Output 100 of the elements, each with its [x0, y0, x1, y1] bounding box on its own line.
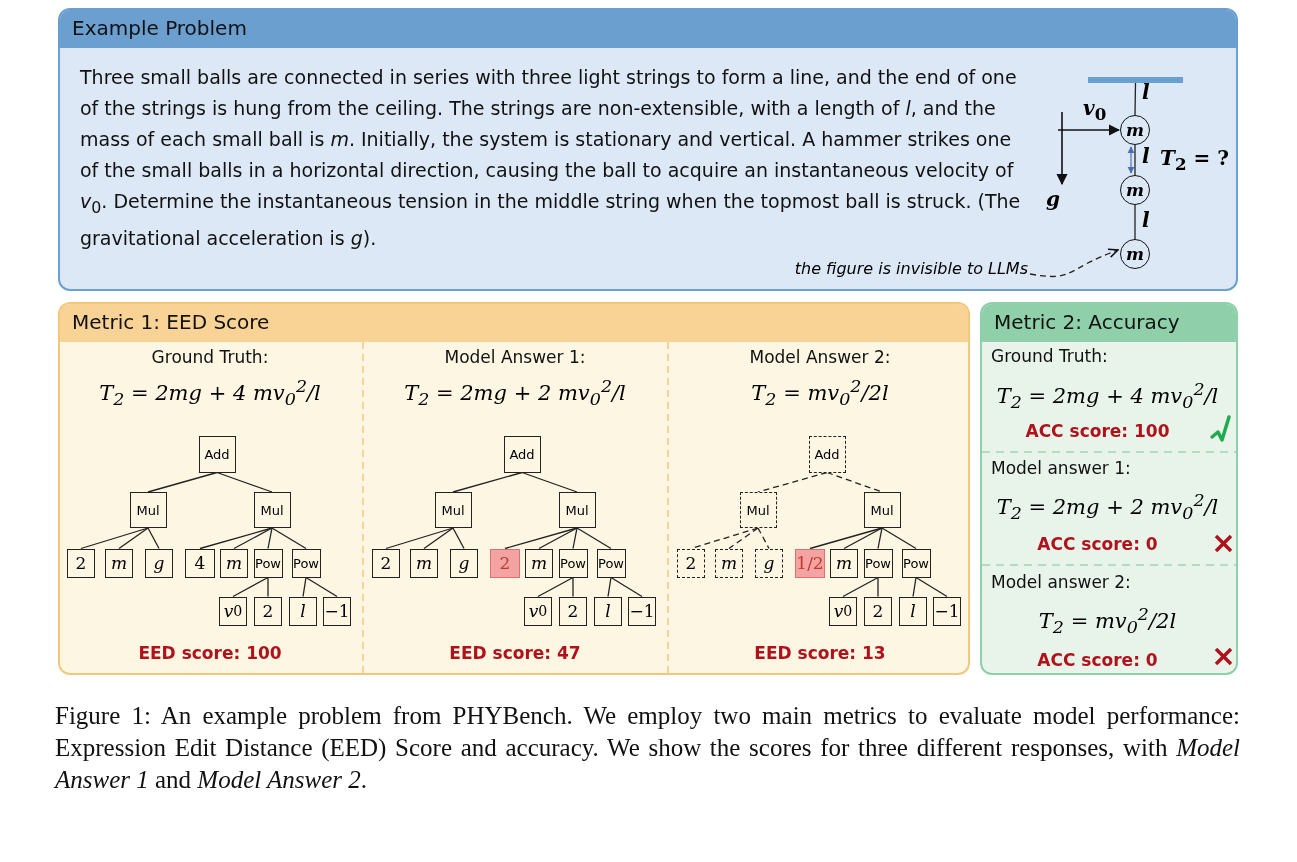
- panel-header: Metric 2: Accuracy: [982, 304, 1236, 342]
- tree-branch: [877, 527, 883, 550]
- tree-node: g: [145, 548, 173, 578]
- tree-node: m: [410, 548, 438, 578]
- variable-label: g: [1046, 187, 1060, 211]
- tree-branch: [842, 576, 879, 598]
- string-line: [1134, 204, 1136, 240]
- tree-branch: [538, 527, 578, 550]
- ball: m: [1120, 239, 1150, 269]
- tree-node: 2: [677, 548, 705, 578]
- tree-branch: [452, 471, 523, 493]
- tree-node: −1: [933, 596, 961, 626]
- column-heading: Model Answer 1:: [443, 347, 587, 367]
- tree-node: m: [220, 548, 248, 578]
- tree-branch: [232, 576, 269, 598]
- panel: [58, 8, 1238, 291]
- tree-branch: [607, 576, 612, 598]
- score-label: ACC score: 0: [1036, 650, 1159, 670]
- tree-branch: [809, 527, 883, 550]
- section-heading: Model answer 2:: [991, 572, 1131, 592]
- section-heading: Model answer 1:: [991, 458, 1131, 478]
- tree-branch: [385, 527, 454, 550]
- panel: [58, 302, 970, 675]
- tree-branch: [915, 576, 948, 598]
- tree-node: Mul: [129, 492, 167, 528]
- tree-node: l: [594, 596, 622, 626]
- tree-branch: [147, 471, 218, 493]
- figure-caption: Figure 1: An example problem from PHYBench. We employ two main metrics to evaluate model performance: Expression Edit Distance (EED) Score and accuracy. We show the scores for three different responses, with Model Answer 1 and Model Answer 2.: [55, 701, 1240, 795]
- tree-node: −1: [628, 596, 656, 626]
- variable-label: T$_{2}$ = ?: [1160, 146, 1229, 174]
- section-heading: Ground Truth:: [991, 346, 1108, 366]
- score-label: EED score: 13: [753, 643, 887, 663]
- formula: T$_{2}$ = 2mg + 2 mv$_{0}$$^{2}$/l: [995, 490, 1220, 524]
- tree-node: 2: [372, 548, 400, 578]
- formula: T$_{2}$ = 2mg + 4 mv$_{0}$$^{2}$/l: [98, 376, 322, 410]
- tree-node: 1/2: [795, 548, 825, 578]
- formula: T$_{2}$ = mv$_{0}$$^{2}$/2l: [750, 376, 890, 410]
- panel: [980, 302, 1238, 675]
- tree-branch: [576, 527, 612, 550]
- tree-branch: [757, 527, 770, 550]
- tree-branch: [216, 471, 273, 493]
- tree-node: Mul: [253, 492, 291, 528]
- tree-node: Pow: [253, 548, 283, 578]
- tree-branch: [302, 576, 307, 598]
- ball: m: [1120, 175, 1150, 205]
- tree-node: g: [755, 548, 783, 578]
- score-label: ACC score: 0: [1036, 534, 1159, 554]
- tree-branch: [199, 527, 273, 550]
- tree-branch: [537, 576, 574, 598]
- tree-node: 2: [254, 596, 282, 626]
- tree-node: 2: [864, 596, 892, 626]
- tree-branch: [271, 527, 307, 550]
- ball: m: [1120, 115, 1150, 145]
- variable-label: l: [1142, 144, 1150, 168]
- tree-branch: [504, 527, 578, 550]
- score-label: EED score: 100: [137, 643, 283, 663]
- tree-branch: [452, 527, 465, 550]
- problem-text: Three small balls are connected in series with three light strings to form a line, and the end of one of the strings is hung from the ceiling. The strings are non-extensible, with a length of l, and the mass of each small ball is m. Initially, the system is stationary and vertical. A hammer strikes one of the small balls in a horizontal direction, causing the ball to acquire an instantaneous velocity of v$_{0}$. Determine the instantaneous tension in the middle string when the topmost ball is struck. (The gravitational acceleration is g).: [80, 65, 1022, 251]
- tree-branch: [877, 576, 879, 598]
- variable-label: v$_{0}$: [1083, 96, 1107, 124]
- tree-branch: [267, 527, 273, 550]
- tree-branch: [118, 527, 149, 550]
- tree-node: l: [899, 596, 927, 626]
- tree-branch: [610, 576, 643, 598]
- tree-node: Mul: [558, 492, 596, 528]
- string-line: [1134, 144, 1136, 176]
- tree-node: 2: [490, 548, 520, 578]
- string-line: [1134, 82, 1137, 116]
- tree-node: Pow: [558, 548, 588, 578]
- variable-label: l: [1142, 80, 1150, 104]
- tree-node: Pow: [863, 548, 893, 578]
- tree-branch: [572, 576, 574, 598]
- tree-node: m: [105, 548, 133, 578]
- tree-node: Pow: [596, 548, 626, 578]
- panel-header: Example Problem: [60, 10, 1236, 48]
- tree-node: l: [289, 596, 317, 626]
- tree-node: Mul: [863, 492, 901, 528]
- formula: T$_{2}$ = mv$_{0}$$^{2}$/2l: [1037, 604, 1178, 638]
- panel-header: Metric 1: EED Score: [60, 304, 968, 342]
- tree-branch: [572, 527, 578, 550]
- tree-node: Add: [808, 435, 846, 473]
- tree-branch: [305, 576, 338, 598]
- string-line: [1029, 248, 1119, 278]
- tree-node: 2: [67, 548, 95, 578]
- tree-node: Add: [198, 435, 236, 473]
- tree-branch: [80, 527, 149, 550]
- tree-node: Mul: [434, 492, 472, 528]
- tree-node: g: [450, 548, 478, 578]
- tree-branch: [521, 471, 578, 493]
- tree-node: m: [715, 548, 743, 578]
- tree-node: Add: [503, 435, 541, 473]
- tree-node: Mul: [739, 492, 777, 528]
- tree-node: −1: [323, 596, 351, 626]
- score-label: ACC score: 100: [1024, 421, 1171, 441]
- note-text: the figure is invisible to LLMs: [752, 259, 1028, 283]
- tree-node: Pow: [901, 548, 931, 578]
- tree-branch: [881, 527, 917, 550]
- tree-node: 4: [185, 548, 215, 578]
- tree-branch: [728, 527, 759, 550]
- tree-node: m: [830, 548, 858, 578]
